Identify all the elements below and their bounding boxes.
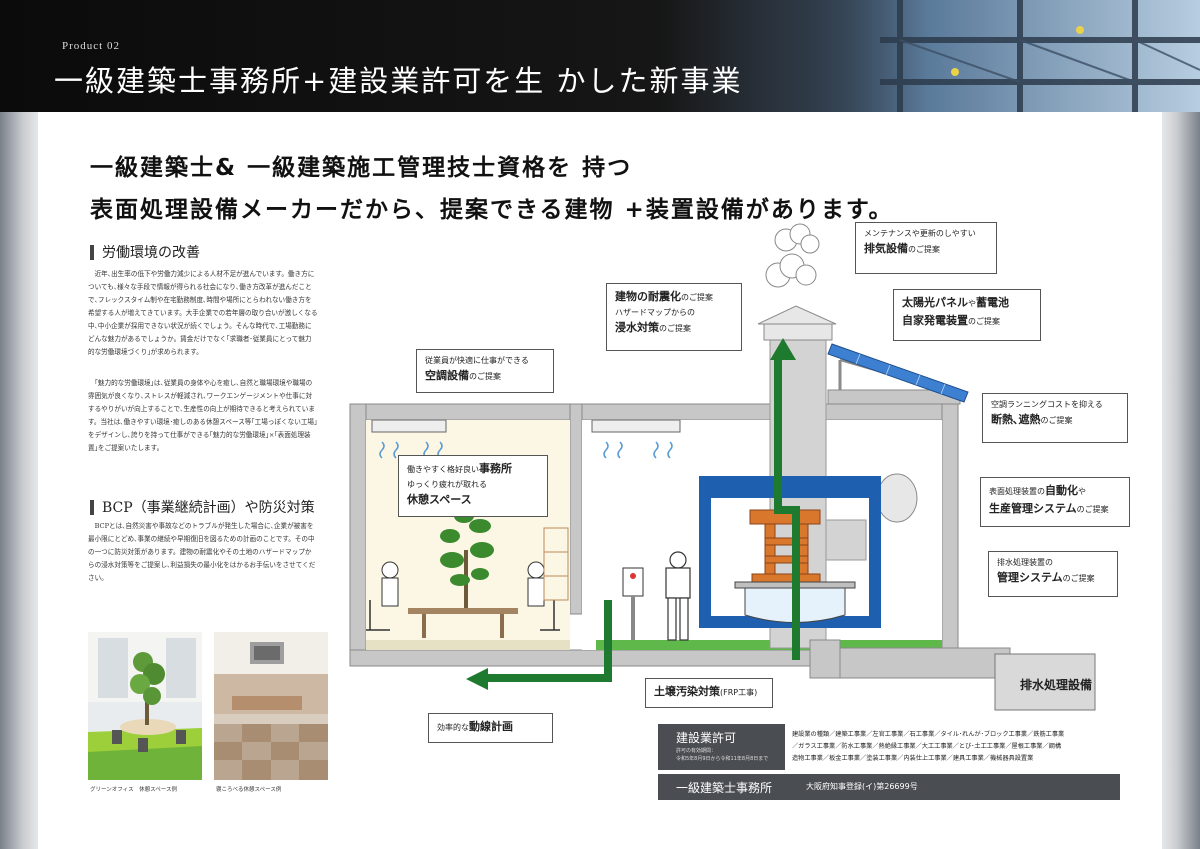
- headline-line-2: 表面処理設備メーカーだから、提案できる建物 +装置設備があります。: [90, 197, 894, 223]
- callout-drainage-system: 排水処理装置の 管理システムのご提案: [988, 551, 1118, 597]
- section-bcp-para: BCPとは､自然災害や事故などのトラブルが発生した場合に､企業が被害を最小限にと…: [88, 522, 316, 582]
- callout-flow-main: 効率的な動線計画: [437, 720, 513, 733]
- callout-soil-main: 土壌汚染対策(FRP工事): [654, 685, 758, 698]
- callout-automation-line1: 表面処理装置の自動化や: [989, 484, 1086, 497]
- section-labor-title-text: 労働環境の改善: [102, 245, 200, 261]
- side-band-right: [1162, 112, 1200, 849]
- callout-exhaust-main: 排気設備のご提案: [864, 242, 940, 255]
- license-types-line2: ／ガラス工事業／防水工事業／熱絶縁工事業／大工工事業／とび･土工工事業／屋根工事…: [792, 743, 1062, 750]
- callout-office-large2: 休憩スペース: [407, 493, 472, 506]
- callout-seismic-small: ハザードマップからの: [615, 308, 695, 317]
- callout-soil: 土壌汚染対策(FRP工事): [645, 678, 773, 708]
- callout-flow: 効率的な動線計画: [428, 713, 553, 743]
- office-title: 一級建築士事務所: [676, 781, 773, 795]
- section-bcp-title: BCP（事業継続計画）や防災対策: [90, 497, 315, 517]
- callout-office-line1: 働きやすく格好良い事務所: [407, 462, 512, 475]
- photo-green-office-caption: グリーンオフィス 休憩スペース例: [90, 787, 177, 793]
- steel-frame-photo: [780, 0, 1200, 112]
- callout-solar: 太陽光パネルや蓄電池 自家発電装置のご提案: [893, 289, 1041, 341]
- drainage-label: 排水処理設備: [1020, 678, 1093, 692]
- section-labor-para1: 近年､出生率の低下や労働力減少による人材不足が進んでいます。働き方についても､様…: [88, 270, 318, 356]
- license-period: 令和5年8月9日から令和11年8月8日まで: [676, 756, 769, 762]
- photo-rest-space: [214, 632, 328, 780]
- callout-insulation-small: 空調ランニングコストを抑える: [991, 400, 1103, 409]
- callout-automation: 表面処理装置の自動化や 生産管理システムのご提案: [980, 477, 1130, 527]
- section-bar: [90, 244, 94, 260]
- callout-seismic-line1: 建物の耐震化のご提案: [615, 290, 713, 303]
- section-labor-para2: ｢魅力的な労働環境｣は､従業員の身体や心を癒し､自然と職場環境や職場の雰囲気が良…: [88, 379, 318, 452]
- photo-rest-space-caption: 寝ころべる休憩スペース例: [216, 787, 282, 793]
- hero-banner: Product 02 一級建築士事務所+建設業許可を生 かした新事業: [0, 0, 1200, 112]
- callout-exhaust-small: メンテナンスや更新のしやすい: [864, 229, 976, 238]
- callout-seismic-line2: 浸水対策のご提案: [615, 321, 691, 334]
- section-labor-title: 労働環境の改善: [90, 242, 200, 262]
- callout-solar-line1: 太陽光パネルや蓄電池: [902, 296, 1009, 309]
- photo-green-office: [88, 632, 202, 780]
- callout-aircon-main: 空調設備のご提案: [425, 369, 501, 382]
- office-registration-block: [658, 774, 1120, 800]
- callout-solar-line2: 自家発電装置のご提案: [902, 314, 1000, 327]
- callout-seismic: 建物の耐震化のご提案 ハザードマップからの 浸水対策のご提案: [606, 283, 742, 351]
- license-title: 建設業許可: [676, 731, 737, 745]
- callout-drainage-system-main: 管理システムのご提案: [997, 571, 1095, 584]
- license-types-line3: 造物工事業／板金工事業／塗装工事業／内装仕上工事業／建具工事業／機械器具設置業: [792, 755, 1034, 762]
- callout-insulation: 空調ランニングコストを抑える 断熱､遮熱のご提案: [982, 393, 1128, 443]
- callout-office-small2: ゆっくり疲れが取れる: [407, 480, 487, 489]
- callout-drainage-system-small: 排水処理装置の: [997, 558, 1053, 567]
- office-registration: 大阪府知事登録(イ)第26699号: [806, 782, 918, 791]
- license-period-label: 許可の有効期間：: [676, 748, 717, 754]
- side-band-left: [0, 112, 38, 849]
- hero-label: Product 02: [62, 40, 120, 52]
- callout-office: 働きやすく格好良い事務所 ゆっくり疲れが取れる 休憩スペース: [398, 455, 548, 517]
- license-types-line1: 建設業の種類／建築工事業／左官工事業／石工事業／タイル･れんが･ブロック工事業／…: [792, 731, 1065, 738]
- license-types-panel: [785, 724, 1120, 770]
- callout-exhaust: メンテナンスや更新のしやすい 排気設備のご提案: [855, 222, 997, 274]
- callout-automation-line2: 生産管理システムのご提案: [989, 502, 1109, 515]
- callout-aircon-small: 従業員が快適に仕事ができる: [425, 356, 529, 365]
- section-bar: [90, 499, 94, 515]
- building-diagram: [349, 223, 1096, 711]
- section-bcp-title-text: BCP（事業継続計画）や防災対策: [102, 500, 315, 516]
- headline-line-1: 一級建築士& 一級建築施工管理技士資格を 持つ: [90, 155, 633, 181]
- callout-aircon: 従業員が快適に仕事ができる 空調設備のご提案: [416, 349, 554, 393]
- hero-title: 一級建築士事務所+建設業許可を生 かした新事業: [54, 64, 743, 98]
- callout-insulation-main: 断熱､遮熱のご提案: [991, 413, 1073, 426]
